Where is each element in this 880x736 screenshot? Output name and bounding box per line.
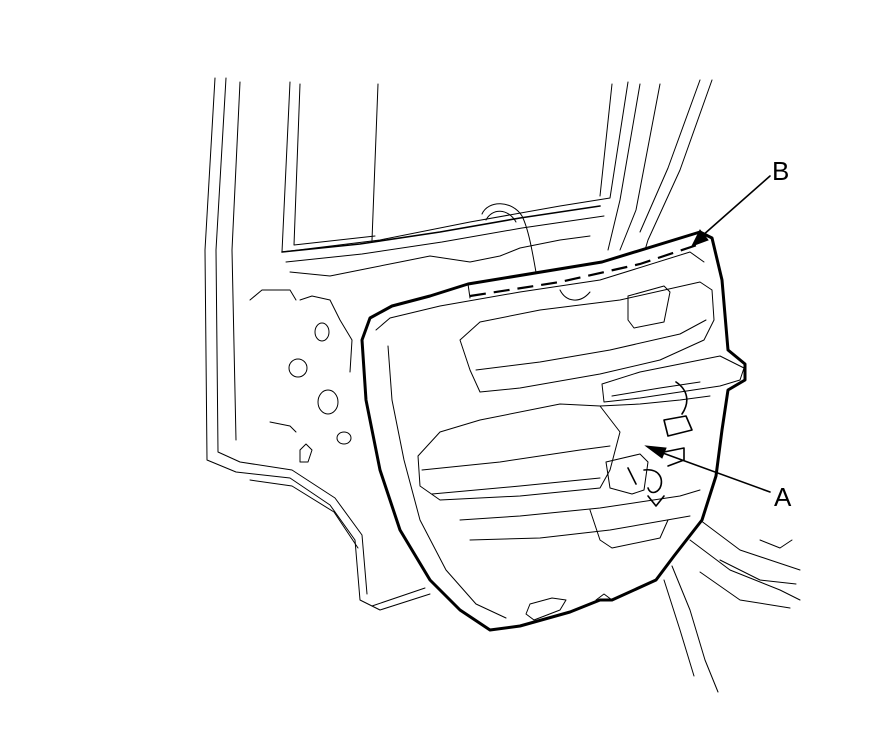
- quarter-panel: [663, 519, 801, 693]
- door-frame: [204, 77, 713, 611]
- callout-a-arrowhead: [644, 445, 667, 459]
- callout-b-leader: [701, 175, 771, 237]
- callout-b-label: B: [772, 156, 789, 186]
- callout-b-arrowhead: [690, 229, 709, 247]
- door-trim-panel: [360, 230, 747, 632]
- panel-top-edge-dashed: [467, 242, 701, 301]
- callout-b: B: [690, 156, 789, 247]
- callout-a: A: [644, 445, 792, 512]
- callout-a-leader: [659, 451, 771, 493]
- callout-a-label: A: [774, 482, 792, 512]
